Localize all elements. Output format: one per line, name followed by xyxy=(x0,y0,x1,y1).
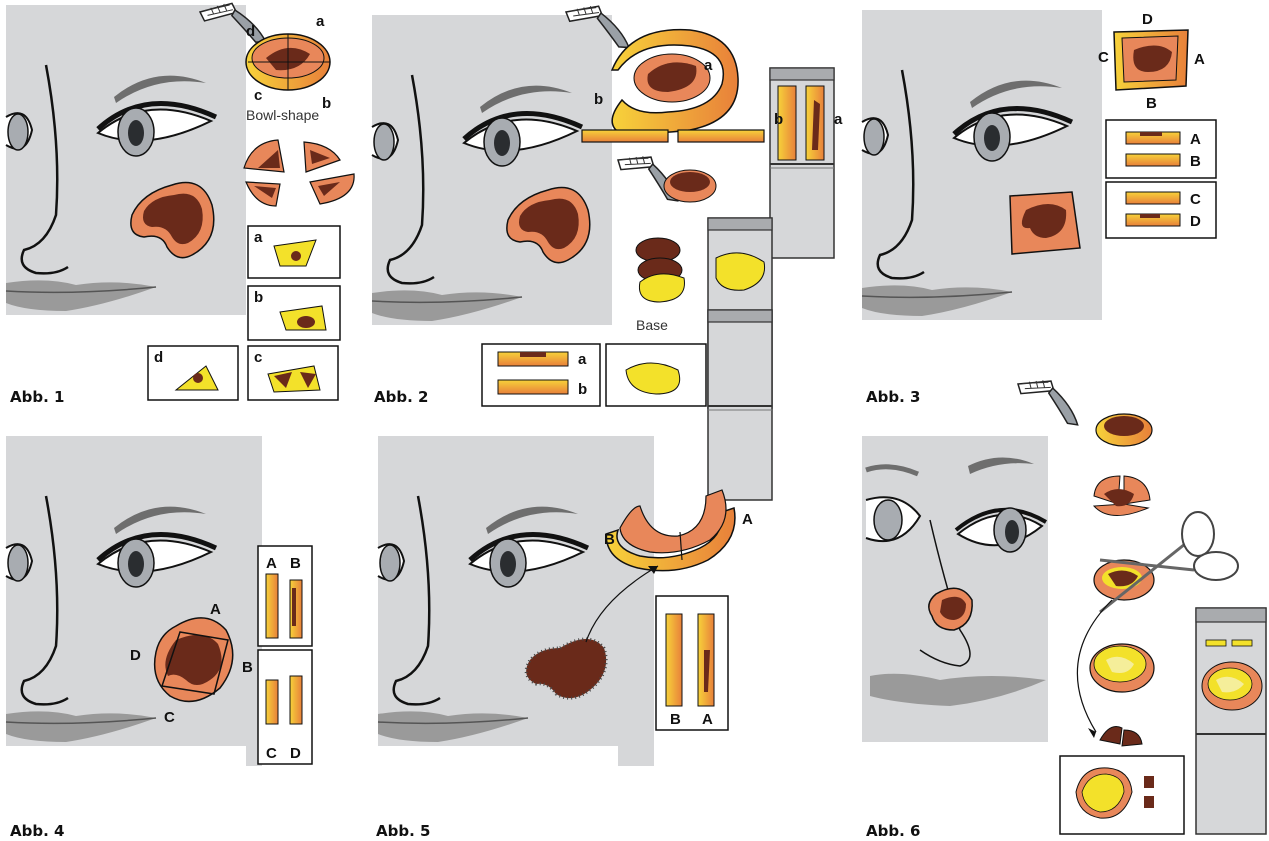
svg-text:D: D xyxy=(290,745,301,762)
label-a: a xyxy=(704,57,713,74)
svg-text:B: B xyxy=(1190,153,1201,170)
caption-abb-5: Abb. 5 xyxy=(376,822,430,840)
scissors-icon xyxy=(1100,512,1238,612)
label-b: b xyxy=(322,95,331,112)
svg-text:C: C xyxy=(1190,191,1201,208)
slide-box-AB: A B xyxy=(258,546,312,646)
box-d: d xyxy=(148,346,238,400)
label-A: A xyxy=(210,601,221,618)
svg-text:D: D xyxy=(1190,213,1201,230)
label-B: B xyxy=(242,659,253,676)
panel-1: d a c b Bowl-shape a b xyxy=(6,0,354,406)
panel-5: A B B A Abb. 5 xyxy=(376,436,753,840)
svg-text:A: A xyxy=(1190,131,1201,148)
result-box xyxy=(1060,756,1184,834)
svg-text:A: A xyxy=(702,711,713,728)
label-c: c xyxy=(254,87,262,104)
label-D: D xyxy=(130,647,141,664)
svg-text:A: A xyxy=(266,555,277,572)
box-b: b xyxy=(248,286,340,340)
svg-text:B: B xyxy=(670,711,681,728)
label-b: b xyxy=(594,91,603,108)
slide-stack xyxy=(1196,608,1266,834)
caption-abb-3: Abb. 3 xyxy=(866,388,920,406)
strip-box-AB: A B xyxy=(1106,120,1216,178)
caption-abb-2: Abb. 2 xyxy=(374,388,428,406)
svg-text:c: c xyxy=(254,349,262,366)
label-C: C xyxy=(1098,49,1109,66)
svg-text:d: d xyxy=(154,349,163,366)
box-a: a xyxy=(248,226,340,278)
slide-box-CD: C D xyxy=(258,650,312,764)
base-box xyxy=(606,344,706,406)
panel-3: D A C B A B C D Abb. 3 xyxy=(862,10,1216,406)
panel-4: A B C D A B C D Abb. 4 xyxy=(6,436,312,840)
panel-2: a b Base b a a b xyxy=(372,0,843,500)
caption-abb-4: Abb. 4 xyxy=(10,822,64,840)
svg-text:b: b xyxy=(774,111,783,128)
svg-text:a: a xyxy=(834,111,843,128)
scalpel-icon xyxy=(1011,371,1088,427)
svg-text:B: B xyxy=(290,555,301,572)
strip-box: a b xyxy=(482,344,600,406)
base-label: Base xyxy=(636,317,668,333)
label-C: C xyxy=(164,709,175,726)
svg-text:a: a xyxy=(578,351,587,368)
svg-text:a: a xyxy=(254,229,263,246)
slide-box-BA: B A xyxy=(656,596,728,730)
bowl-shape-label: Bowl-shape xyxy=(246,107,319,123)
panel-6: Abb. 6 xyxy=(862,371,1266,840)
box-c: c xyxy=(248,346,338,400)
quarter-pieces xyxy=(244,140,354,206)
label-B: B xyxy=(1146,95,1157,112)
label-A: A xyxy=(742,511,753,528)
label-D: D xyxy=(1142,11,1153,28)
label-a: a xyxy=(316,13,325,30)
caption-abb-1: Abb. 1 xyxy=(10,388,64,406)
svg-text:b: b xyxy=(254,289,263,306)
strip-box-CD: C D xyxy=(1106,182,1216,238)
svg-text:b: b xyxy=(578,381,587,398)
label-B: B xyxy=(604,531,615,548)
label-d: d xyxy=(246,23,255,40)
label-A: A xyxy=(1194,51,1205,68)
svg-text:C: C xyxy=(266,745,277,762)
caption-abb-6: Abb. 6 xyxy=(866,822,920,840)
